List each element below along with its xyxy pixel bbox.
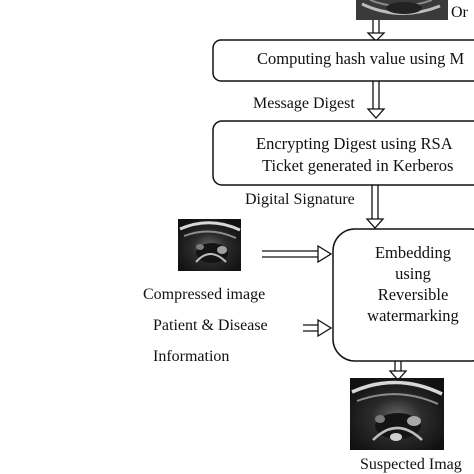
compressed-image-label: Compressed image <box>143 286 266 303</box>
encrypt-box-line2: Ticket generated in Kerberos <box>262 156 454 175</box>
arrow-patient-to-embed <box>303 318 333 338</box>
embed-box-line2: using <box>395 264 431 283</box>
suspected-image-thumbnail <box>350 378 444 450</box>
encrypt-box <box>212 120 474 186</box>
encrypt-box-line1: Encrypting Digest using RSA <box>256 134 453 153</box>
patient-info-label-line1: Patient & Disease <box>153 317 268 334</box>
suspected-image-caption: Suspected Imag <box>360 456 462 473</box>
hash-box <box>212 39 474 82</box>
embed-box-line4: watermarking <box>367 306 459 325</box>
arrow-image-to-embed <box>262 244 333 264</box>
embed-box-line3: Reversible <box>377 285 449 304</box>
original-image-thumbnail <box>356 0 448 20</box>
arrow-encrypt-to-embed <box>365 185 385 229</box>
arrow-embed-to-output <box>388 361 408 381</box>
patient-info-label-line2: Information <box>153 348 230 365</box>
arrow-image-to-hash <box>366 20 386 42</box>
message-digest-label: Message Digest <box>253 95 355 112</box>
hash-box-text: Computing hash value using M <box>257 49 465 68</box>
arrow-hash-to-encrypt <box>366 81 386 119</box>
compressed-image-thumbnail <box>178 219 241 271</box>
digital-signature-label: Digital Signature <box>245 191 355 208</box>
original-image-caption: Or <box>451 4 468 21</box>
embed-box <box>332 228 474 362</box>
embed-box-line1: Embedding <box>374 243 452 262</box>
